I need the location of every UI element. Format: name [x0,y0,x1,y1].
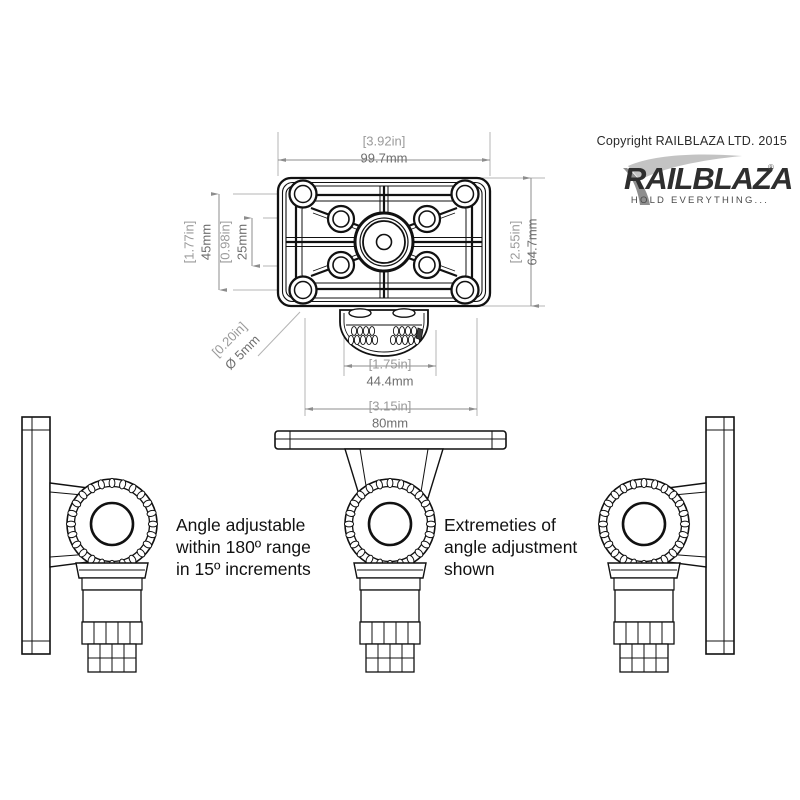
mount-assembly-center [274,430,507,673]
stem-right [607,562,681,673]
stem-center [353,562,427,673]
mounting-plate-view: [3.92in] 99.7mm [2.55in] 64.7mm [1.77in]… [181,132,545,430]
left-note-line1: Angle adjustable [176,515,305,535]
branding-block: Copyright RAILBLAZA LTD. 2015 RAILBLAZA … [597,134,794,206]
stem-left [75,562,149,673]
right-note-line3: shown [444,559,495,579]
dim-plate-height: [2.55in] 64.7mm [507,176,539,308]
mounting-plate-body [276,176,492,308]
detent-knuckle-left [65,477,159,571]
dim-boss-width-metric: 44.4mm [367,373,414,388]
dim-inner-hole-span: [0.98in] 25mm [217,216,260,268]
dim-inner-hole-span-metric: 25mm [234,224,249,260]
dim-boss-width-imperial: [1.75in] [369,356,412,371]
annotation-left-note: Angle adjustable within 180º range in 15… [175,515,311,579]
dim-outer-hole-span: [1.77in] 45mm [181,192,227,292]
left-note-line2: within 180º range [175,537,311,557]
dim-plate-width-metric: 99.7mm [361,150,408,165]
dim-plate-height-metric: 64.7mm [524,219,539,266]
dim-overall-depth-imperial: [3.15in] [369,398,412,413]
railblaza-logo: RAILBLAZA ® HOLD EVERYTHING... [623,154,793,206]
dim-outer-hole-span-metric: 45mm [198,224,213,260]
mount-assembly-right [597,416,735,673]
detent-knuckle-center [343,477,437,571]
detent-knuckle-right [597,477,691,571]
copyright-text: Copyright RAILBLAZA LTD. 2015 [597,134,787,148]
detent-dome-detail [339,308,429,357]
dim-inner-hole-span-imperial: [0.98in] [217,221,232,264]
right-note-line1: Extremeties of [444,515,556,535]
dim-plate-height-imperial: [2.55in] [507,221,522,264]
logo-wordmark: RAILBLAZA [624,161,792,196]
dim-plate-width: [3.92in] 99.7mm [278,133,490,165]
dim-overall-depth: [3.15in] 80mm [305,398,477,430]
logo-tagline: HOLD EVERYTHING... [631,195,769,206]
right-note-line2: angle adjustment [444,537,577,557]
dim-overall-depth-metric: 80mm [372,415,408,430]
annotation-right-note: Extremeties of angle adjustment shown [444,515,577,579]
logo-trademark: ® [768,163,774,172]
mount-assembly-left [21,416,159,673]
dim-plate-width-imperial: [3.92in] [363,133,406,148]
dim-hole-diameter: [0.20in] Ø 5mm [209,319,263,373]
left-note-line3: in 15º increments [176,559,311,579]
dim-outer-hole-span-imperial: [1.77in] [181,221,196,264]
dim-boss-width: [1.75in] 44.4mm [344,356,436,388]
